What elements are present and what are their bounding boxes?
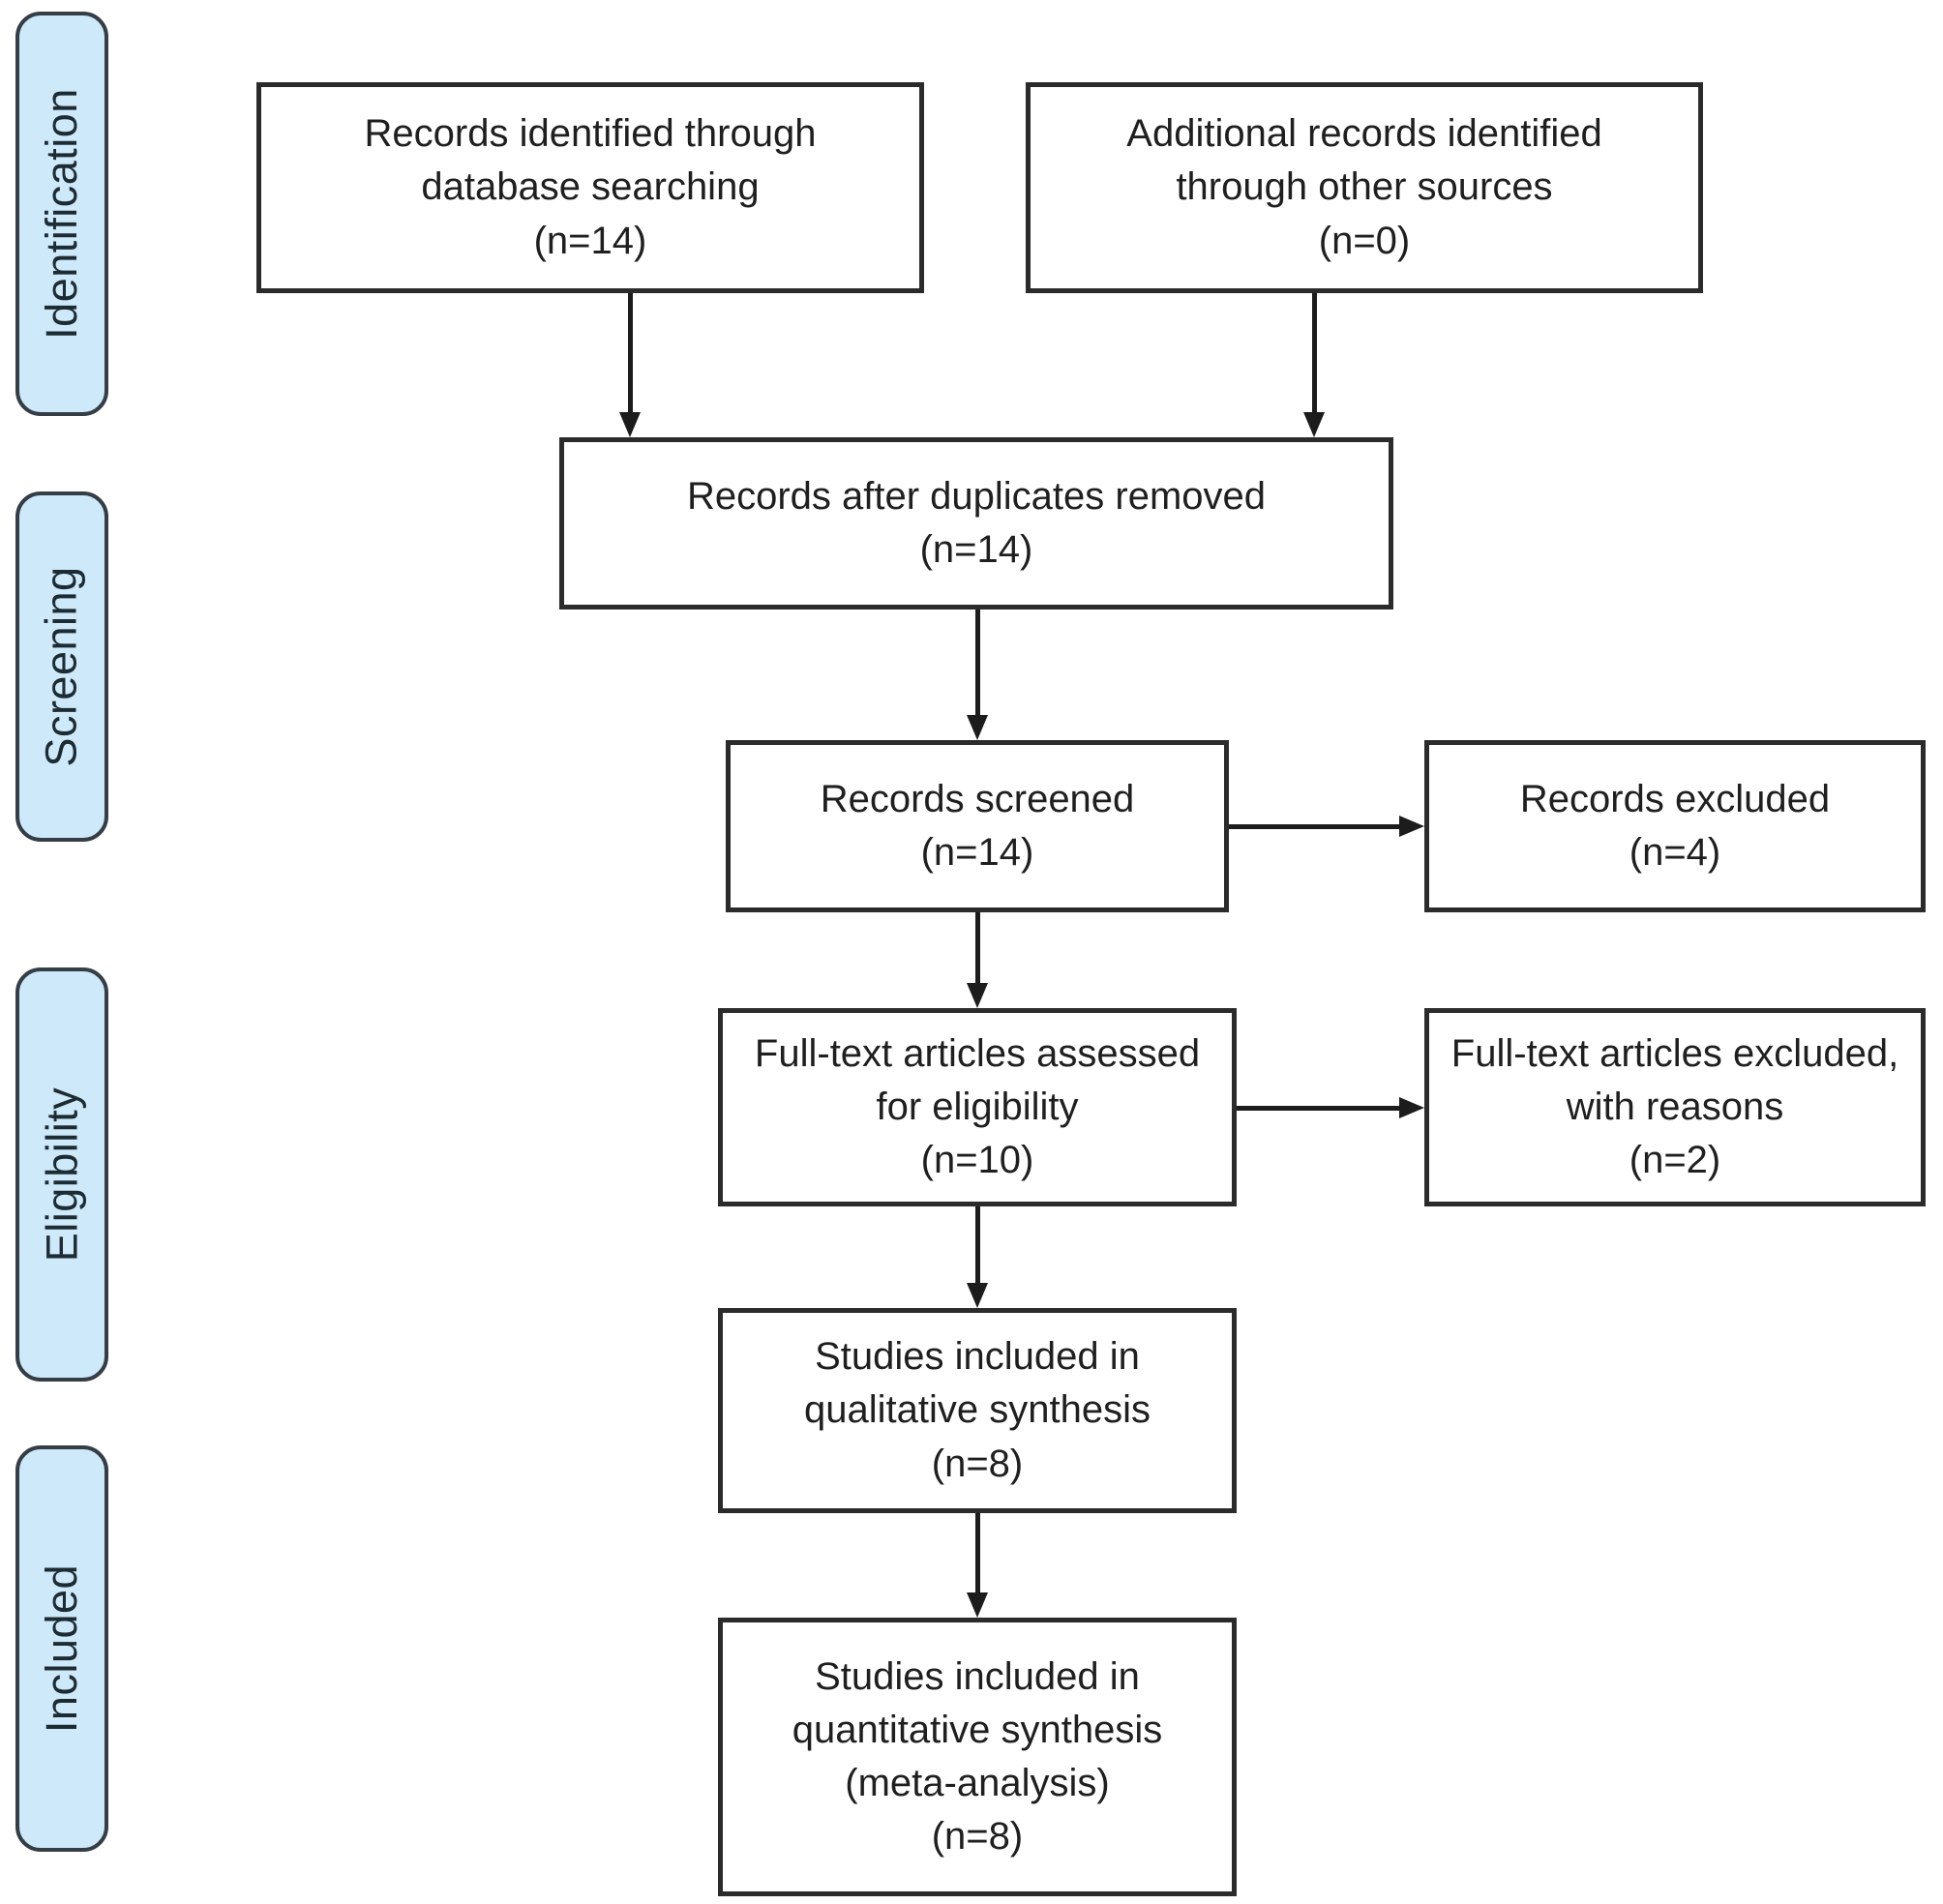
flow-box-records-excluded: Records excluded (n=4) bbox=[1424, 740, 1926, 912]
arrow-down-icon bbox=[619, 293, 641, 437]
arrow-head-down-icon bbox=[967, 715, 988, 740]
arrow-down-icon bbox=[1303, 293, 1325, 437]
stage-label-screening: Screening bbox=[37, 566, 87, 767]
arrow-head-down-icon bbox=[967, 983, 988, 1008]
stage-label-identification: Identification bbox=[37, 88, 87, 340]
flow-box-additional-records-label: Additional records identified through ot… bbox=[1126, 112, 1602, 262]
arrow-head-down-icon bbox=[967, 1283, 988, 1308]
arrow-right-icon bbox=[1237, 1097, 1424, 1118]
arrow-shaft bbox=[1311, 293, 1317, 414]
flow-box-quantitative-synthesis: Studies included in quantitative synthes… bbox=[718, 1618, 1237, 1896]
arrow-shaft bbox=[627, 293, 633, 414]
stage-label-eligibility: Eligibility bbox=[37, 1086, 86, 1263]
flow-box-quantitative-synthesis-label: Studies included in quantitative synthes… bbox=[792, 1654, 1163, 1859]
flow-box-records-screened: Records screened (n=14) bbox=[726, 740, 1229, 912]
flow-box-records-screened-label: Records screened (n=14) bbox=[820, 777, 1135, 874]
arrow-shaft bbox=[1237, 1105, 1401, 1111]
stage-pill-included: Included bbox=[15, 1445, 108, 1852]
arrow-head-down-icon bbox=[619, 412, 641, 437]
arrow-head-down-icon bbox=[1303, 412, 1325, 437]
arrow-down-icon bbox=[967, 610, 988, 740]
arrow-shaft bbox=[1229, 823, 1401, 829]
arrow-down-icon bbox=[967, 1513, 988, 1618]
stage-pill-identification: Identification bbox=[15, 12, 108, 416]
flow-box-fulltext-excluded: Full-text articles excluded, with reason… bbox=[1424, 1008, 1926, 1206]
flow-box-fulltext-excluded-label: Full-text articles excluded, with reason… bbox=[1450, 1031, 1899, 1182]
arrow-head-down-icon bbox=[967, 1592, 988, 1618]
flow-box-additional-records: Additional records identified through ot… bbox=[1026, 82, 1703, 293]
flow-box-fulltext-assessed-label: Full-text articles assessed for eligibil… bbox=[754, 1031, 1201, 1182]
arrow-shaft bbox=[974, 1206, 980, 1285]
flow-box-records-excluded-label: Records excluded (n=4) bbox=[1519, 777, 1831, 874]
arrow-down-icon bbox=[967, 1206, 988, 1308]
arrow-shaft bbox=[974, 912, 980, 985]
flow-box-records-identified: Records identified through database sear… bbox=[256, 82, 924, 293]
flow-box-fulltext-assessed: Full-text articles assessed for eligibil… bbox=[718, 1008, 1237, 1206]
arrow-head-right-icon bbox=[1399, 816, 1424, 837]
arrow-down-icon bbox=[967, 912, 988, 1008]
flow-box-duplicates-removed: Records after duplicates removed (n=14) bbox=[559, 437, 1393, 610]
flow-box-qualitative-synthesis: Studies included in qualitative synthesi… bbox=[718, 1308, 1237, 1513]
flow-box-duplicates-removed-label: Records after duplicates removed (n=14) bbox=[686, 474, 1267, 571]
stage-pill-screening: Screening bbox=[15, 491, 108, 842]
arrow-right-icon bbox=[1229, 816, 1424, 837]
arrow-shaft bbox=[974, 610, 980, 717]
arrow-shaft bbox=[974, 1513, 980, 1594]
flow-box-records-identified-label: Records identified through database sear… bbox=[364, 112, 817, 262]
stage-pill-eligibility: Eligibility bbox=[15, 967, 108, 1382]
arrow-head-right-icon bbox=[1399, 1097, 1424, 1118]
stage-label-included: Included bbox=[37, 1563, 87, 1734]
flow-box-qualitative-synthesis-label: Studies included in qualitative synthesi… bbox=[804, 1335, 1151, 1485]
